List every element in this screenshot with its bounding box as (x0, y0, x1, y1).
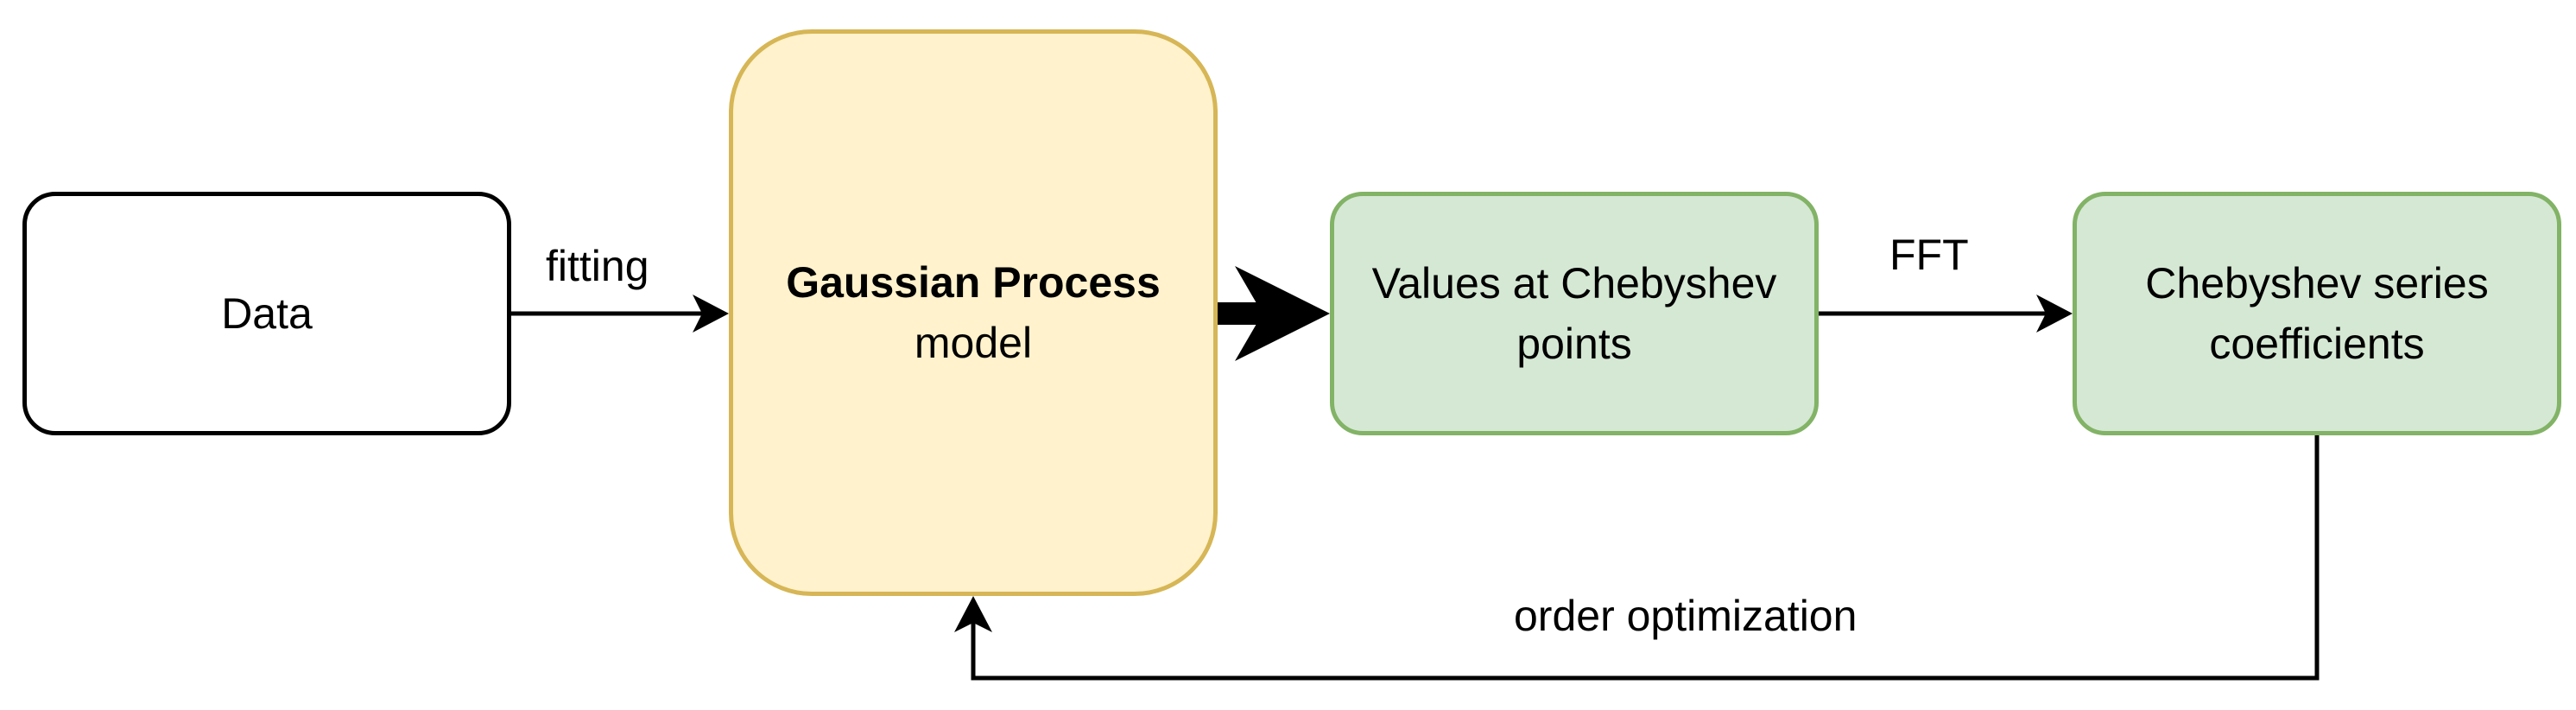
node-coefficients-line1: Chebyshev series (2145, 259, 2489, 307)
arrow-order-optimization-head (954, 596, 992, 632)
node-data-label: Data (221, 289, 313, 338)
arrow-order-optimization-line (971, 435, 2320, 681)
arrow-bold-head (1235, 266, 1330, 361)
node-chebyshev-coefficients: Chebyshev series coefficients (2073, 192, 2561, 435)
node-coefficients-line2: coefficients (2209, 320, 2425, 368)
node-gaussian-process-title: Gaussian Process (786, 258, 1161, 307)
edge-label-order-optimization: order optimization (1514, 592, 1858, 640)
edge-label-fft: FFT (1889, 231, 1969, 279)
node-gaussian-process: Gaussian Process model (729, 29, 1218, 596)
node-data: Data (22, 192, 511, 435)
node-values-line2: points (1516, 320, 1632, 368)
edge-label-fitting: fitting (546, 242, 649, 290)
node-gaussian-process-subtitle: model (914, 319, 1033, 367)
arrow-fft-head (2036, 295, 2073, 333)
node-values-at-chebyshev-points: Values at Chebyshev points (1330, 192, 1819, 435)
node-values-line1: Values at Chebyshev (1371, 259, 1777, 307)
arrow-fitting-head (693, 295, 729, 333)
